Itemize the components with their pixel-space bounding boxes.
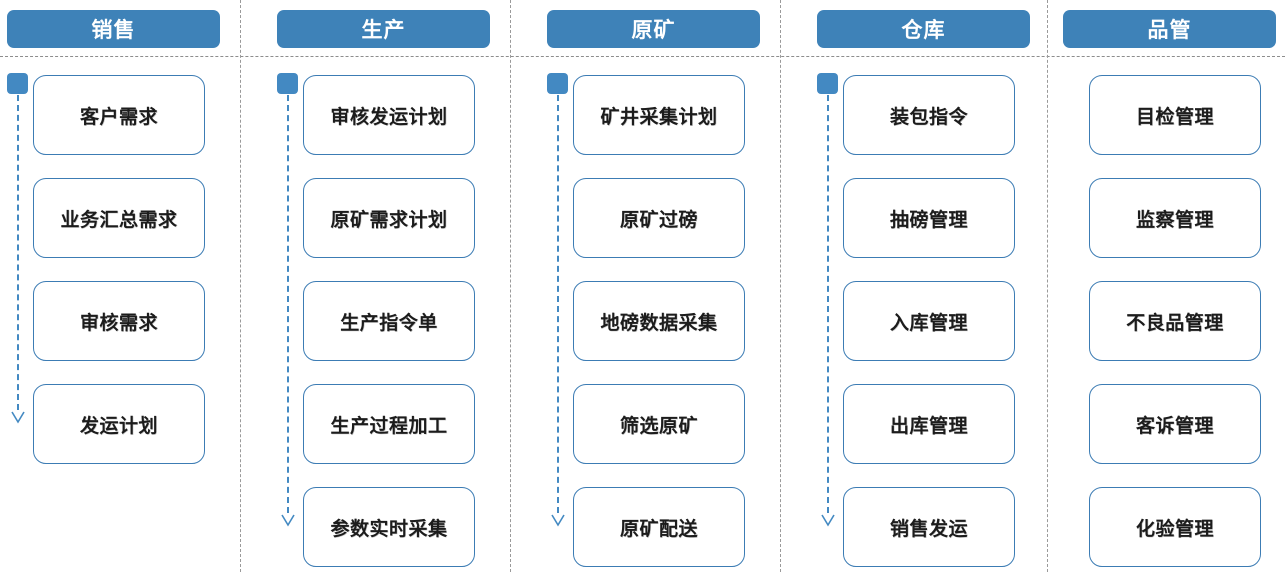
flow-arrow-head-2 — [280, 513, 296, 529]
flow-node[interactable]: 生产过程加工 — [303, 384, 475, 464]
flow-node[interactable]: 审核发运计划 — [303, 75, 475, 155]
flow-node[interactable]: 出库管理 — [843, 384, 1015, 464]
column-divider-4 — [1047, 0, 1048, 572]
flow-node[interactable]: 化验管理 — [1089, 487, 1261, 567]
column-divider-3 — [780, 0, 781, 572]
flow-node[interactable]: 原矿需求计划 — [303, 178, 475, 258]
column-divider-2 — [510, 0, 511, 572]
column-1: 销售客户需求业务汇总需求审核需求发运计划 — [0, 0, 257, 572]
flow-arrow-line-1 — [17, 95, 19, 410]
flow-arrow-head-3 — [550, 513, 566, 529]
flow-arrow-line-4 — [827, 95, 829, 513]
flow-node[interactable]: 参数实时采集 — [303, 487, 475, 567]
flow-node[interactable]: 不良品管理 — [1089, 281, 1261, 361]
flow-arrow-head-1 — [10, 410, 26, 426]
column-5: 品管目检管理监察管理不良品管理客诉管理化验管理 — [1056, 0, 1285, 572]
flow-node[interactable]: 审核需求 — [33, 281, 205, 361]
flow-arrow-line-3 — [557, 95, 559, 513]
flow-start-marker-3 — [547, 73, 568, 94]
flow-node[interactable]: 矿井采集计划 — [573, 75, 745, 155]
header-divider-line — [0, 56, 1285, 57]
column-header-3[interactable]: 原矿 — [547, 10, 760, 48]
flow-node[interactable]: 装包指令 — [843, 75, 1015, 155]
column-header-2[interactable]: 生产 — [277, 10, 490, 48]
flow-node[interactable]: 业务汇总需求 — [33, 178, 205, 258]
column-header-4[interactable]: 仓库 — [817, 10, 1030, 48]
column-header-5[interactable]: 品管 — [1063, 10, 1276, 48]
column-header-1[interactable]: 销售 — [7, 10, 220, 48]
flow-node[interactable]: 地磅数据采集 — [573, 281, 745, 361]
column-3: 原矿矿井采集计划原矿过磅地磅数据采集筛选原矿原矿配送 — [540, 0, 797, 572]
flow-node[interactable]: 客诉管理 — [1089, 384, 1261, 464]
flow-node[interactable]: 发运计划 — [33, 384, 205, 464]
column-4: 仓库装包指令抽磅管理入库管理出库管理销售发运 — [810, 0, 1067, 572]
flow-node[interactable]: 客户需求 — [33, 75, 205, 155]
flow-arrow-head-4 — [820, 513, 836, 529]
flow-node[interactable]: 抽磅管理 — [843, 178, 1015, 258]
flow-start-marker-2 — [277, 73, 298, 94]
flow-node[interactable]: 销售发运 — [843, 487, 1015, 567]
flow-node[interactable]: 原矿配送 — [573, 487, 745, 567]
flow-node[interactable]: 入库管理 — [843, 281, 1015, 361]
column-divider-1 — [240, 0, 241, 572]
flow-node[interactable]: 生产指令单 — [303, 281, 475, 361]
flow-start-marker-4 — [817, 73, 838, 94]
flow-node[interactable]: 筛选原矿 — [573, 384, 745, 464]
flow-arrow-line-2 — [287, 95, 289, 513]
flow-node[interactable]: 原矿过磅 — [573, 178, 745, 258]
flow-node[interactable]: 目检管理 — [1089, 75, 1261, 155]
flow-start-marker-1 — [7, 73, 28, 94]
flow-node[interactable]: 监察管理 — [1089, 178, 1261, 258]
column-2: 生产审核发运计划原矿需求计划生产指令单生产过程加工参数实时采集 — [270, 0, 527, 572]
